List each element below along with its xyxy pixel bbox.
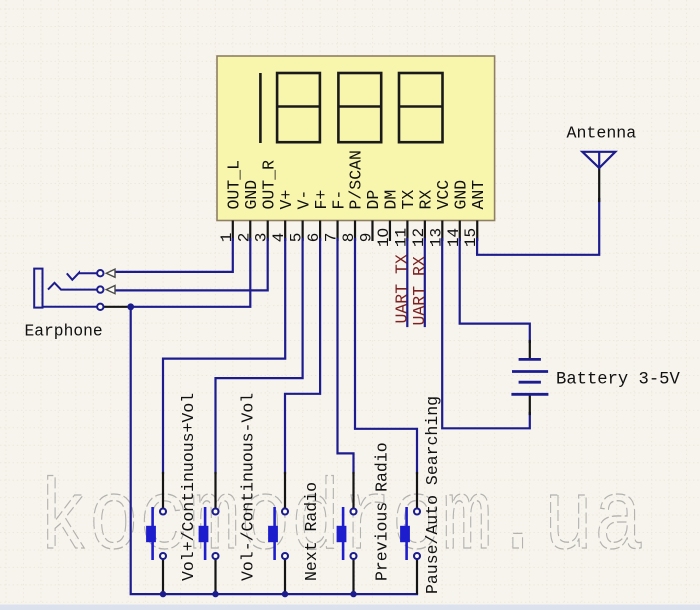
svg-text:UART TX: UART TX <box>393 254 412 323</box>
svg-text:OUT_R: OUT_R <box>259 160 278 210</box>
svg-text:2: 2 <box>235 233 253 243</box>
svg-text:VCC: VCC <box>434 180 453 210</box>
svg-text:4: 4 <box>270 233 288 243</box>
svg-text:5: 5 <box>288 233 306 243</box>
svg-text:OUT_L: OUT_L <box>225 160 244 210</box>
svg-text:F+: F+ <box>312 190 331 210</box>
svg-text:11: 11 <box>392 228 410 247</box>
svg-text:6: 6 <box>305 233 323 243</box>
svg-text:P/SCAN: P/SCAN <box>347 150 366 209</box>
svg-text:1: 1 <box>218 233 236 243</box>
svg-text:1O: 1O <box>375 228 393 247</box>
svg-text:Antenna: Antenna <box>567 124 637 143</box>
svg-text:13: 13 <box>427 228 445 247</box>
svg-text:Pause/Auto Searching: Pause/Auto Searching <box>423 396 442 594</box>
svg-text:Next Radio: Next Radio <box>302 482 321 581</box>
svg-text:DM: DM <box>382 190 401 210</box>
svg-text:F-: F- <box>329 190 348 210</box>
svg-text:8: 8 <box>340 233 358 243</box>
svg-text:Vol+/Continuous+Vol: Vol+/Continuous+Vol <box>179 393 198 581</box>
svg-text:9: 9 <box>357 233 375 243</box>
svg-text:GND: GND <box>451 180 470 210</box>
svg-text:3: 3 <box>253 233 271 243</box>
svg-text:ANT: ANT <box>469 180 488 210</box>
svg-text:RX: RX <box>417 190 436 210</box>
svg-text:Previous Radio: Previous Radio <box>373 442 392 581</box>
svg-text:Vol-/Continuous-Vol: Vol-/Continuous-Vol <box>239 393 258 581</box>
svg-text:V+: V+ <box>277 190 296 210</box>
svg-text:V-: V- <box>294 190 313 210</box>
svg-text:DP: DP <box>364 190 383 210</box>
svg-text:15: 15 <box>462 228 480 247</box>
svg-text:Battery 3-5V: Battery 3-5V <box>556 371 680 390</box>
svg-text:TX: TX <box>399 190 418 210</box>
svg-text:12: 12 <box>410 228 428 247</box>
svg-text:7: 7 <box>323 233 341 243</box>
svg-text:14: 14 <box>445 228 463 247</box>
svg-text:kocmodrom.ua: kocmodrom.ua <box>38 466 644 579</box>
svg-text:GND: GND <box>242 180 261 210</box>
svg-text:UART RX: UART RX <box>410 256 429 325</box>
svg-text:Earphone: Earphone <box>25 322 103 341</box>
